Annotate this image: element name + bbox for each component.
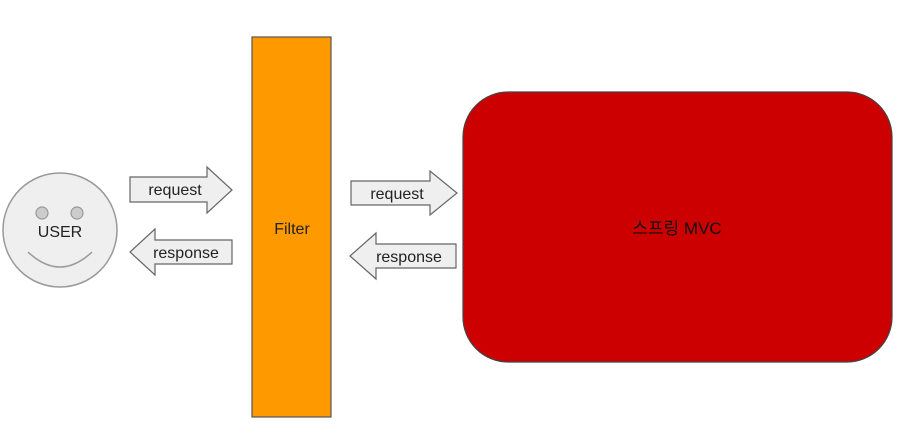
request-arrow-label: request: [148, 182, 202, 199]
spring-mvc-node: 스프링 MVC: [462, 91, 893, 363]
user-smile: [27, 251, 93, 268]
filter-label: Filter: [274, 221, 310, 238]
user-face: [2, 172, 118, 288]
response-arrow-shape: [129, 227, 233, 277]
response-arrow-to-user: response: [129, 227, 233, 277]
request-arrow-label: request: [370, 186, 424, 203]
filter-node: Filter: [251, 36, 332, 418]
spring-mvc-box: [462, 91, 893, 363]
request-arrow-to-spring: request: [350, 169, 458, 217]
request-arrow-shape: [350, 169, 458, 217]
spring-mvc-label: 스프링 MVC: [632, 219, 721, 238]
response-arrow-to-filter: response: [349, 231, 457, 281]
user-node: USER: [2, 172, 118, 288]
response-arrow-label: response: [376, 249, 442, 266]
request-arrow-to-filter: request: [129, 165, 233, 215]
request-arrow-shape: [129, 165, 233, 215]
filter-box: [251, 36, 332, 418]
user-label: USER: [38, 224, 82, 241]
user-right-eye: [70, 206, 84, 220]
user-left-eye: [35, 206, 49, 220]
response-arrow-shape: [349, 231, 457, 281]
response-arrow-label: response: [153, 245, 219, 262]
